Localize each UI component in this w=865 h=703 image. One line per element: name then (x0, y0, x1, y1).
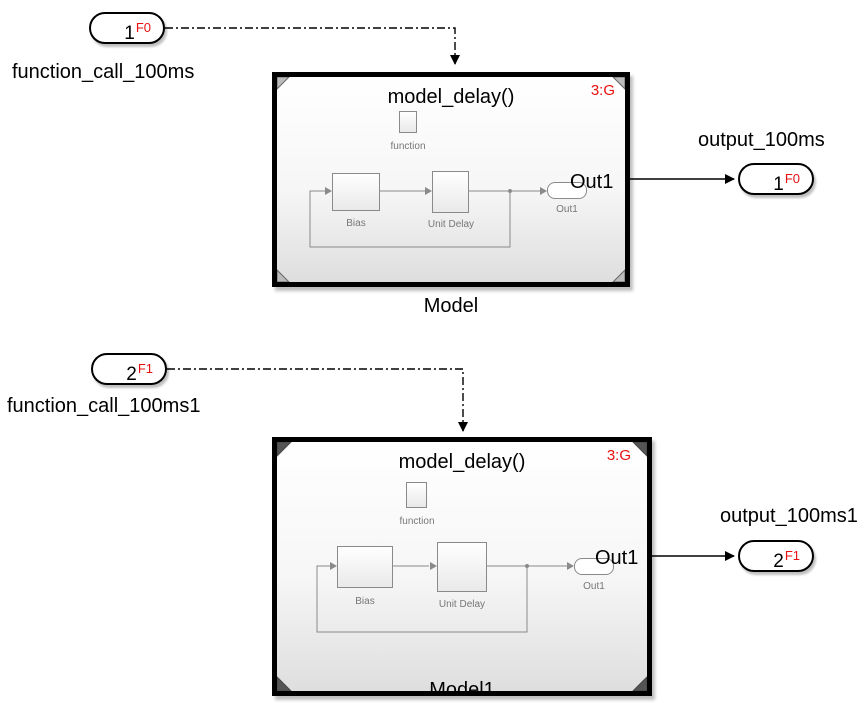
inport-block-2[interactable]: 2F1 (91, 353, 167, 385)
inner-wires-2 (316, 562, 574, 633)
outport-number-1: 1F0 (773, 171, 800, 195)
inner-function-block-1 (399, 111, 417, 133)
inner-bias-label-2: Bias (355, 596, 375, 607)
inner-unit-delay-block-1 (432, 171, 469, 213)
model-name-2[interactable]: Model1 (429, 679, 495, 701)
inner-outport-label-2: Out1 (583, 581, 605, 592)
model-reference-block-2[interactable]: model_delay() 3:G function Bias Unit Del… (272, 437, 652, 696)
outport-number-2: 2F1 (773, 548, 800, 572)
model-corner-marks-1 (277, 77, 625, 282)
function-call-line-2[interactable] (167, 368, 468, 432)
outport-label-1: output_100ms (698, 129, 825, 151)
model-rate-1: 3:G (590, 82, 615, 99)
model-title-1: model_delay() (387, 86, 515, 108)
model-name-1[interactable]: Model (423, 295, 479, 317)
model-corner-marks-2 (277, 442, 647, 691)
inner-bias-block-2 (337, 546, 393, 588)
inport-label-2: function_call_100ms1 (7, 395, 201, 417)
outport-block-2[interactable]: 2F1 (738, 540, 814, 572)
inner-unit-delay-block-2 (437, 542, 487, 592)
inner-function-label-1: function (390, 141, 426, 152)
inner-function-block-2 (406, 482, 427, 508)
model-rate-2: 3:G (606, 447, 631, 464)
function-call-line-1[interactable] (165, 27, 460, 65)
inport-label-1: function_call_100ms (12, 61, 195, 83)
inport-block-1[interactable]: 1F0 (89, 12, 165, 44)
inner-unit-delay-label-2: Unit Delay (438, 599, 486, 610)
inport-number-1: 1F0 (124, 20, 151, 44)
inner-unit-delay-label-1: Unit Delay (427, 219, 475, 230)
inner-bias-block-1 (332, 173, 380, 211)
model-title-2: model_delay() (398, 451, 526, 473)
inner-function-label-2: function (399, 516, 435, 527)
inner-wires-1 (309, 187, 547, 248)
inner-bias-label-1: Bias (346, 218, 366, 229)
inner-outport-block-1 (547, 182, 587, 199)
inner-outport-block-2 (574, 558, 614, 575)
model-reference-block-1[interactable]: model_delay() 3:G function Bias Unit Del… (272, 72, 630, 287)
model-output-port-label-1: Out1 (570, 171, 614, 193)
model-output-port-label-2: Out1 (595, 547, 639, 569)
inner-outport-label-1: Out1 (556, 204, 578, 215)
outport-block-1[interactable]: 1F0 (738, 163, 814, 195)
outport-label-2: output_100ms1 (720, 505, 858, 527)
inport-number-2: 2F1 (126, 361, 153, 385)
